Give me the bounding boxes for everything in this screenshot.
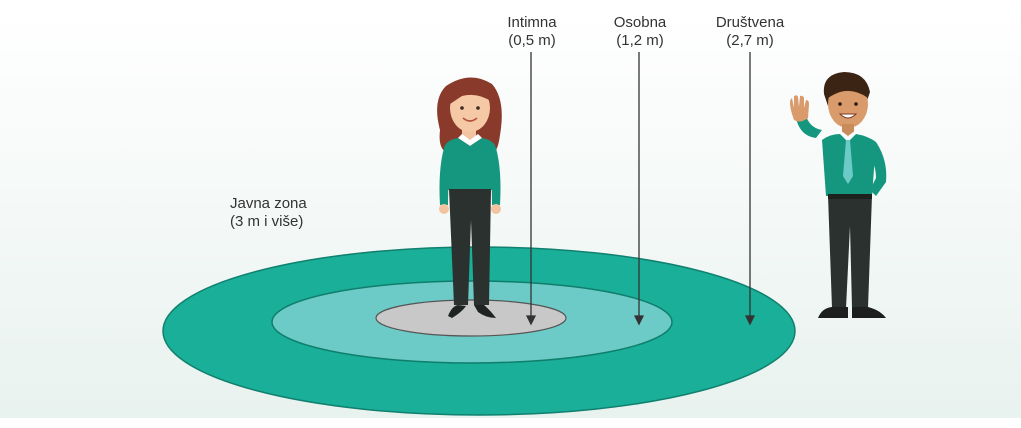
personal-zone-label: Osobna (1,2 m): [601, 14, 679, 50]
intimate-zone-label: Intimna (0,5 m): [493, 14, 571, 50]
personal-zone-distance: (1,2 m): [601, 32, 679, 50]
public-zone-distance: (3 m i više): [230, 213, 370, 231]
social-zone-distance: (2,7 m): [702, 32, 798, 50]
social-zone-label: Društvena (2,7 m): [702, 14, 798, 50]
intimate-zone-name: Intimna: [493, 14, 571, 32]
intimate-zone-ring: [376, 300, 566, 336]
public-zone-label: Javna zona (3 m i više): [230, 195, 370, 231]
personal-zone-name: Osobna: [601, 14, 679, 32]
public-zone-name: Javna zona: [230, 195, 370, 213]
social-zone-name: Društvena: [702, 14, 798, 32]
intimate-zone-distance: (0,5 m): [493, 32, 571, 50]
man-figure: [790, 72, 886, 318]
